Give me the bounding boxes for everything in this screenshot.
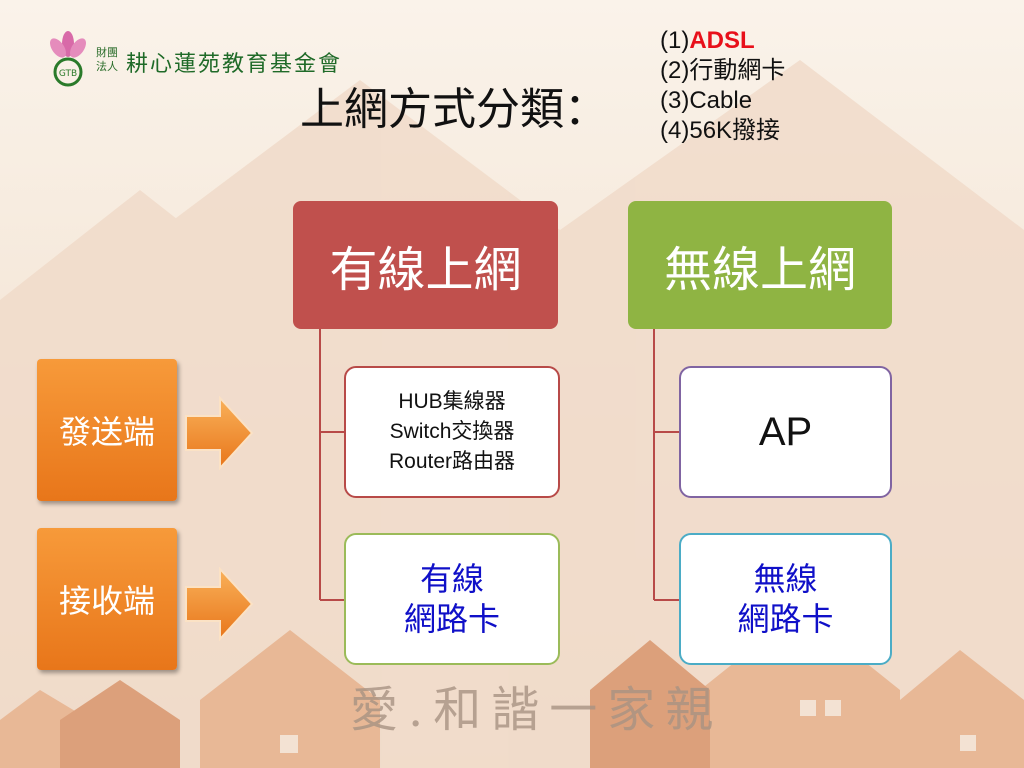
device-line: 無線 — [753, 560, 818, 598]
connection-type-item: (2)行動網卡 — [660, 56, 785, 86]
device-line: AP — [758, 409, 813, 454]
receiver-label-box: 接收端 — [37, 528, 177, 670]
item-label-highlighted: ADSL — [689, 27, 755, 54]
connection-type-item: (1)ADSL — [660, 26, 785, 56]
item-label: Cable — [689, 87, 753, 114]
wireless-header: 無線上網 — [628, 201, 892, 329]
item-prefix: (1) — [660, 27, 690, 54]
slide-title: 上網方式分類： — [300, 84, 608, 135]
wired-header: 有線上網 — [293, 201, 558, 329]
logo-org-type-top: 財團 — [96, 46, 118, 59]
receiver-arrow-icon — [185, 567, 254, 641]
organization-logo: GTB 財團 法人 耕心蓮苑教育基金會 — [44, 30, 364, 90]
footer-watermark: 愛.和諧一家親 — [350, 682, 724, 738]
wired-receiver-box: 有線 網路卡 — [344, 533, 560, 665]
device-line: HUB集線器 — [398, 390, 506, 413]
item-prefix: (3) — [660, 87, 690, 114]
sender-label-box: 發送端 — [37, 359, 177, 501]
item-prefix: (4) — [660, 117, 690, 144]
connection-type-list: (1)ADSL (2)行動網卡 (3)Cable (4)56K撥接 — [660, 26, 785, 146]
connection-type-item: (4)56K撥接 — [660, 116, 785, 146]
item-label: 行動網卡 — [689, 57, 786, 84]
device-line: 網路卡 — [737, 600, 834, 638]
sender-arrow-icon — [185, 396, 254, 470]
logo-org-type-bottom: 法人 — [96, 60, 118, 73]
logo-org-name: 耕心蓮苑教育基金會 — [126, 52, 343, 77]
device-line: 網路卡 — [403, 600, 500, 638]
connection-type-item: (3)Cable — [660, 86, 785, 116]
logo-badge: GTB — [59, 69, 77, 79]
device-line: Router路由器 — [388, 450, 516, 473]
item-prefix: (2) — [660, 57, 690, 84]
device-line: Switch交換器 — [389, 420, 515, 443]
wireless-receiver-box: 無線 網路卡 — [679, 533, 892, 665]
lotus-logo-icon: GTB — [50, 31, 86, 87]
item-label: 56K撥接 — [689, 117, 781, 144]
wireless-sender-box: AP — [679, 366, 892, 498]
device-line: 有線 — [419, 560, 484, 598]
wired-sender-box: HUB集線器 Switch交換器 Router路由器 — [344, 366, 560, 498]
